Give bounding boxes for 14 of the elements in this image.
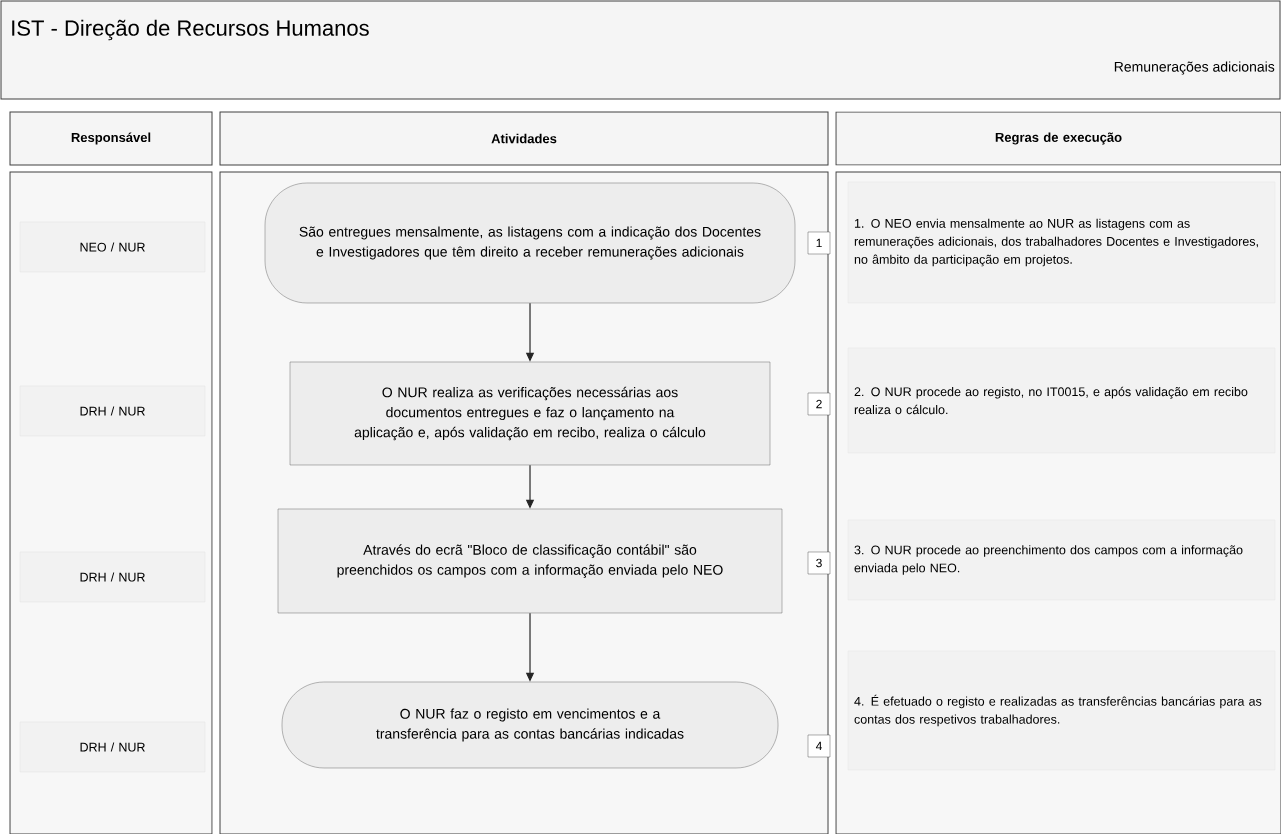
step-number: 1 [807,231,831,255]
responsible-cell: DRH / NUR [19,551,206,603]
step-number: 3 [807,551,831,575]
responsible-cell: DRH / NUR [19,385,206,437]
process-box: O NUR realiza as verificações necessárias aos documentos entregues e faz o lançamento na aplicação e, após validação em recibo, realiza o cálculo [289,361,771,466]
process-box: Através do ecrã "Bloco de classificação contábil" são preenchidos os campos com a informação enviada pelo NEO [277,508,783,614]
column-header: Regras de execução [835,111,1281,166]
column-header: Responsável [9,111,213,166]
responsible-cell: DRH / NUR [19,721,206,773]
responsible-cell: NEO / NUR [19,221,206,273]
step-number: 2 [807,392,831,416]
step-number: 4 [807,734,831,758]
column-header: Atividades [219,111,829,166]
header-band: IST - Direção de Recursos Humanos Remunerações adicionais [0,0,1281,100]
